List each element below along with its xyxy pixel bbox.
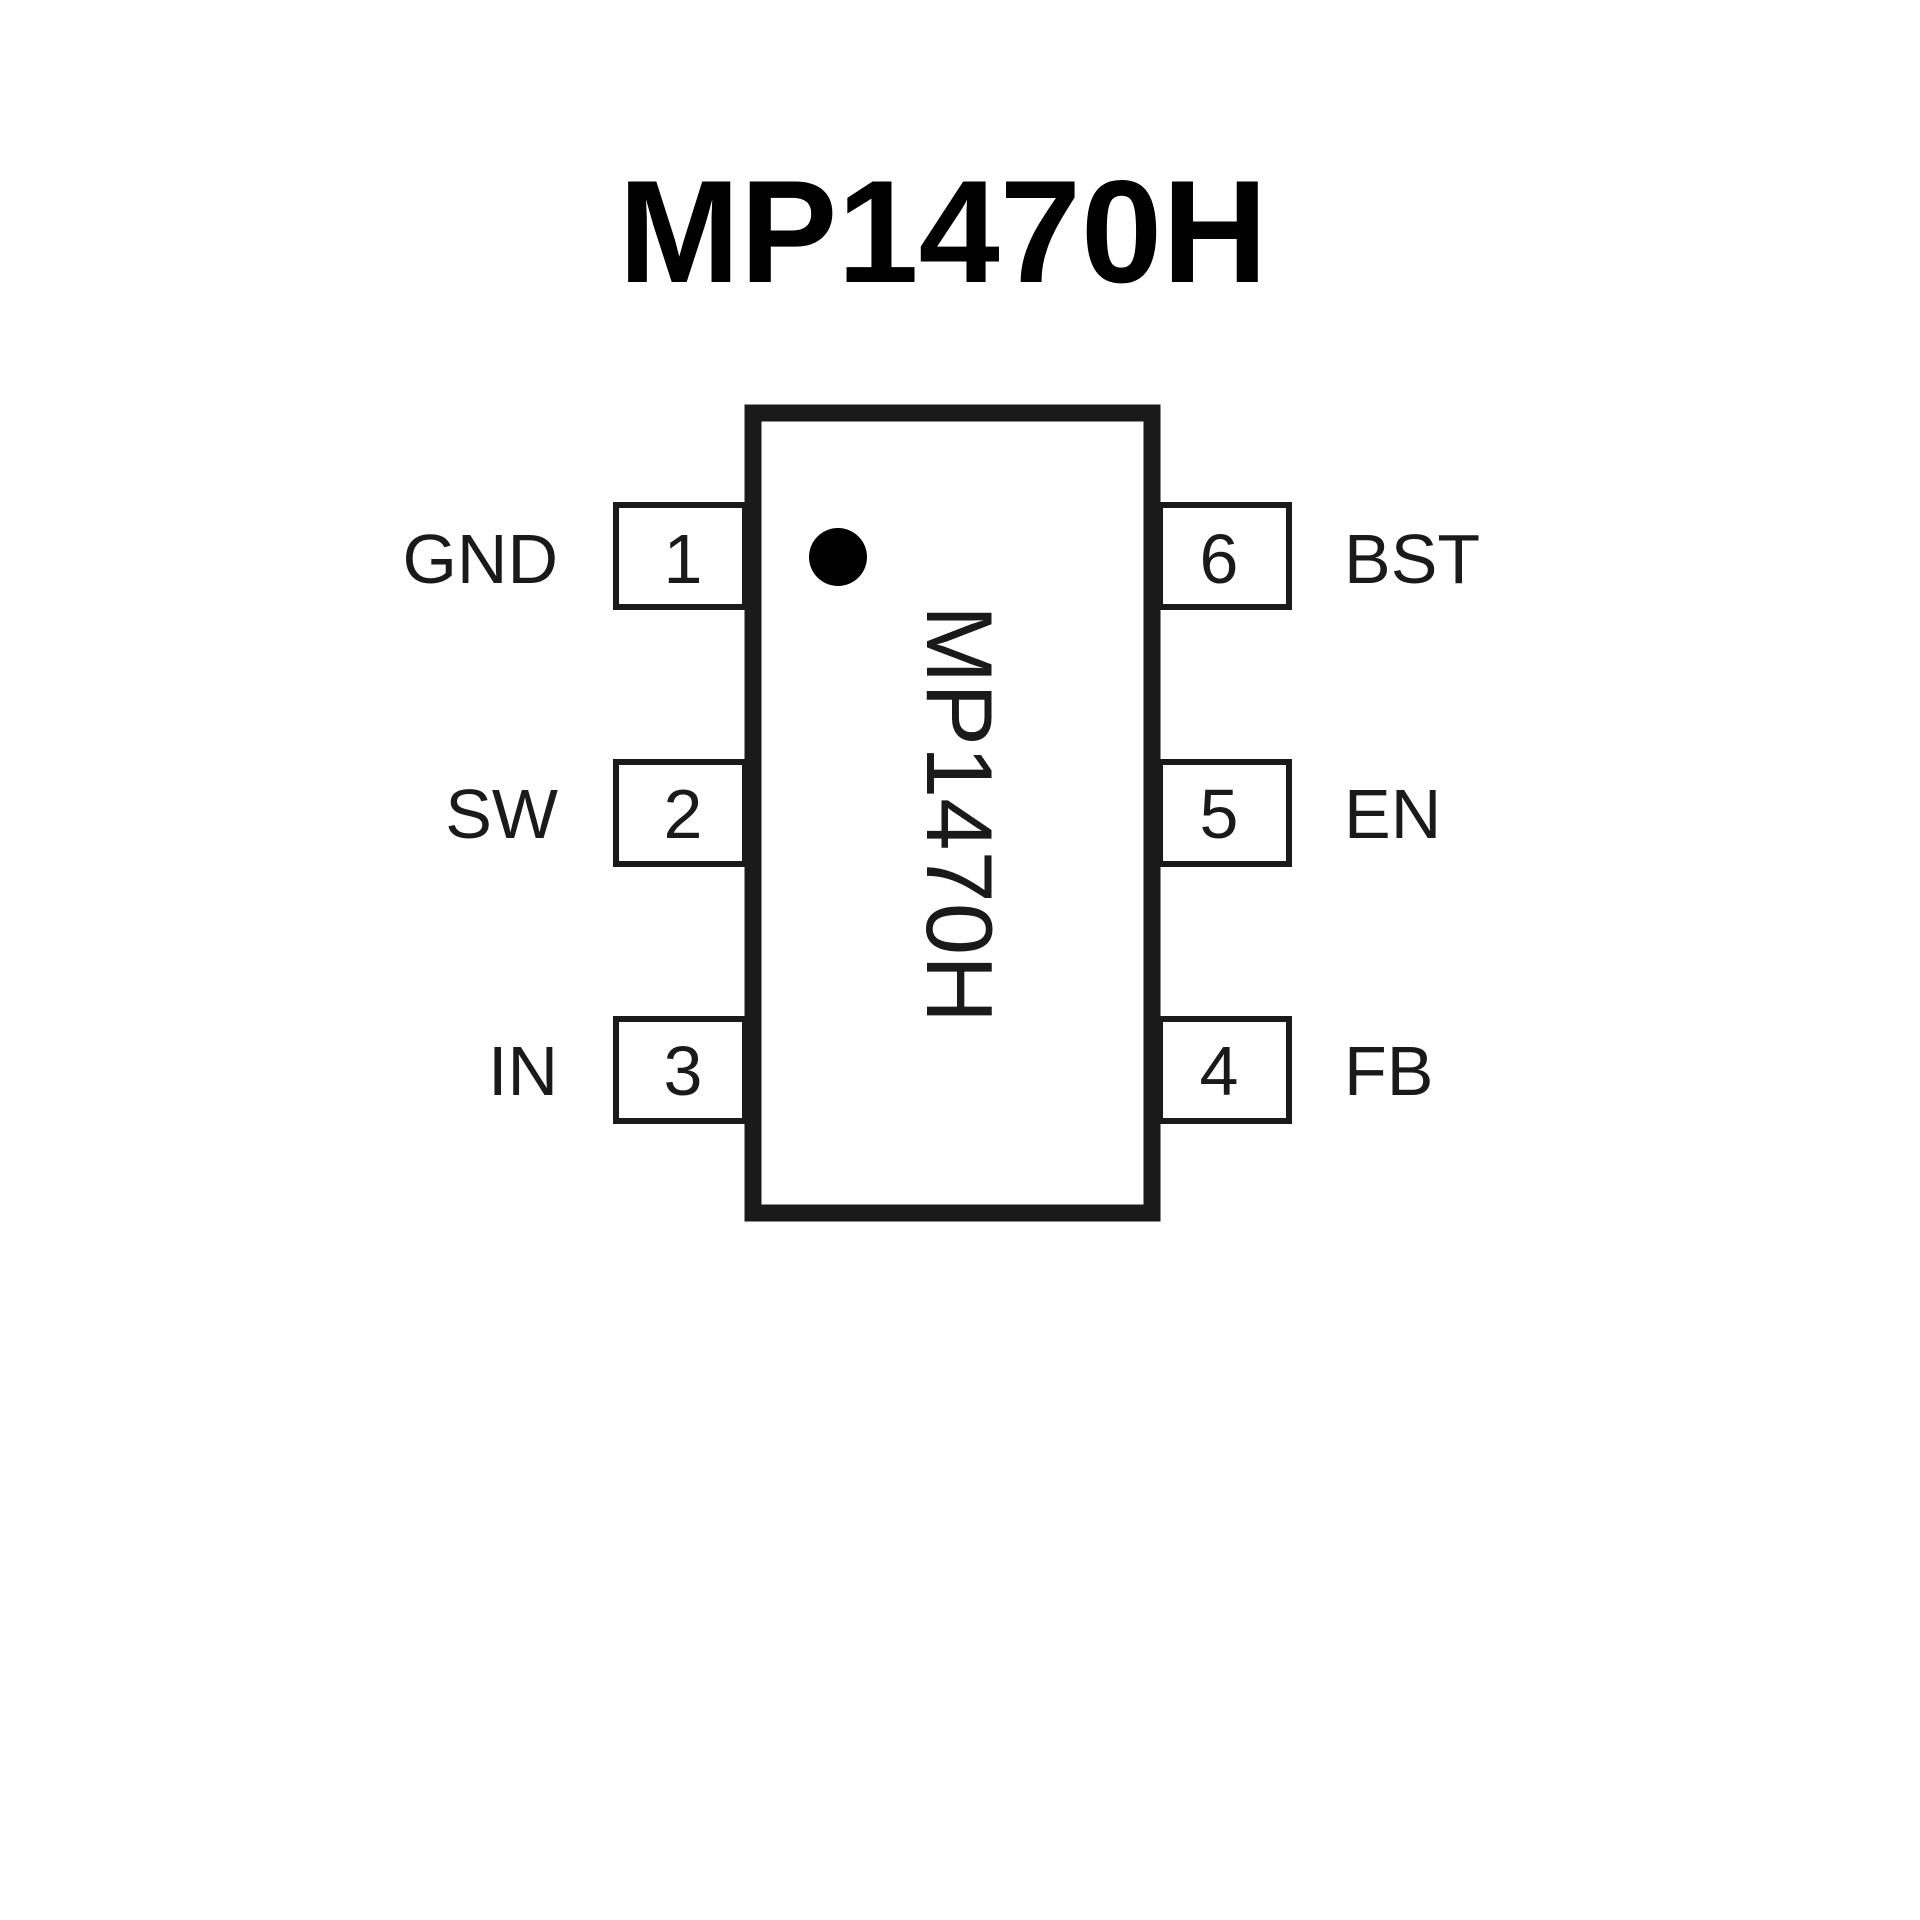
pin-number: 4: [1200, 1032, 1239, 1110]
package-marking: MP1470H: [907, 605, 1012, 1023]
chip-title: MP1470H: [618, 150, 1267, 313]
pin-1: 1 GND: [402, 502, 748, 610]
pin-label: FB: [1344, 1032, 1433, 1110]
pin-label: SW: [445, 775, 558, 853]
pin-label: GND: [402, 520, 558, 598]
pin-number: 5: [1200, 775, 1239, 853]
pin-number: 3: [664, 1032, 703, 1110]
pin-4: 4 FB: [1157, 1016, 1433, 1124]
pin-number: 6: [1200, 520, 1239, 598]
pin-2: 2 SW: [445, 759, 748, 867]
pin-label: IN: [488, 1032, 558, 1110]
pin-number: 2: [664, 775, 703, 853]
pin-number: 1: [664, 520, 703, 598]
pin1-indicator-dot: [809, 528, 867, 586]
pin-6: 6 BST: [1157, 502, 1480, 610]
pin-label: EN: [1344, 775, 1441, 853]
pin-label: BST: [1344, 520, 1480, 598]
pin-3: 3 IN: [488, 1016, 748, 1124]
pin-5: 5 EN: [1157, 759, 1441, 867]
